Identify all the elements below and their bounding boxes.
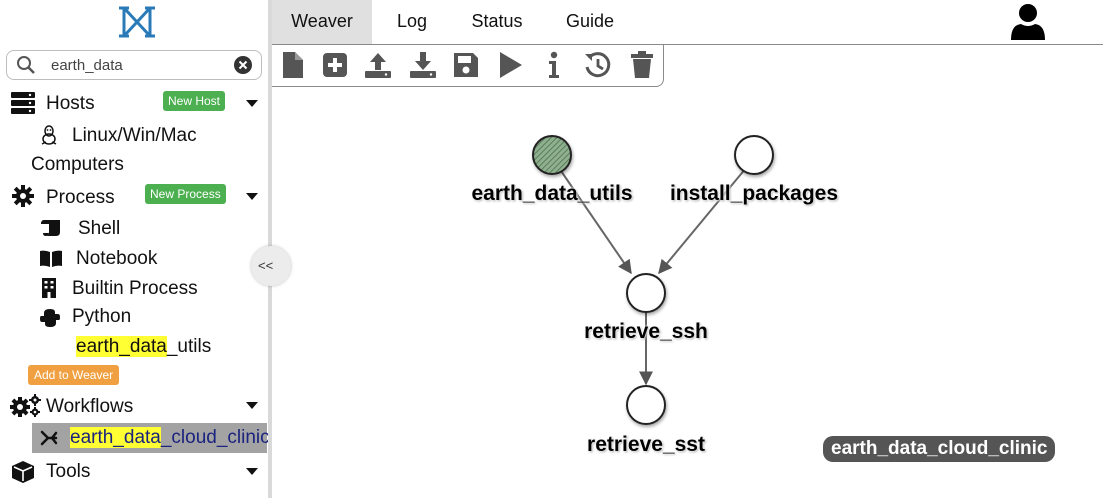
add-icon[interactable]: [320, 50, 350, 80]
tab-status[interactable]: Status: [471, 11, 523, 31]
sidebar-item-shell[interactable]: Shell: [0, 213, 268, 243]
book-icon: [40, 250, 62, 267]
sidebar-item-linux-win-mac[interactable]: Linux/Win/Mac: [0, 120, 268, 150]
sidebar-item-computers[interactable]: Computers: [0, 149, 268, 179]
node-label: install_packages: [669, 182, 839, 205]
search-icon: [17, 56, 35, 74]
sidebar-item-label: Linux/Win/Mac: [72, 125, 197, 146]
sidebar-item-label: Notebook: [76, 248, 158, 269]
collapse-label: <<: [258, 258, 274, 273]
sidebar-item-label: Tools: [46, 461, 91, 482]
info-icon[interactable]: [539, 50, 569, 80]
clear-search-icon[interactable]: [233, 55, 253, 75]
node-install-packages[interactable]: [734, 135, 774, 175]
process-item-label: earth_data_utils: [76, 336, 211, 358]
workflow-name-badge: earth_data_cloud_clinic: [823, 436, 1056, 462]
sidebar-item-label: Computers: [31, 154, 124, 175]
user-icon[interactable]: [1009, 2, 1047, 40]
new-host-button[interactable]: New Host: [163, 91, 226, 111]
sidebar-item-label: Builtin Process: [72, 278, 198, 299]
sidebar-item-tools[interactable]: Tools: [0, 457, 268, 487]
process-item-rest: _utils: [166, 336, 212, 357]
node-label: retrieve_sst: [587, 433, 705, 456]
node-retrieve-ssh[interactable]: [626, 273, 666, 313]
node-earth-data-utils[interactable]: [532, 135, 572, 175]
workflow-item-label: earth_data_cloud_clinic: [70, 427, 270, 449]
run-icon[interactable]: [495, 50, 525, 80]
sidebar: earth_data Hosts New Host Linux/Win/Mac …: [0, 0, 270, 498]
sidebar-item-workflows[interactable]: Workflows: [0, 391, 268, 421]
tab-guide[interactable]: Guide: [565, 11, 615, 31]
node-label: earth_data_utils: [471, 182, 633, 205]
delete-icon[interactable]: [627, 50, 657, 80]
upload-icon[interactable]: [363, 50, 393, 80]
add-to-weaver-button[interactable]: Add to Weaver: [28, 365, 120, 385]
top-nav: Weaver Log Status Guide: [272, 0, 1103, 45]
edge-utils-to-ssh: [558, 167, 632, 275]
building-icon: [42, 278, 56, 298]
geoweaver-logo[interactable]: [118, 4, 156, 40]
sidebar-item-process[interactable]: Process New Process: [0, 182, 268, 212]
sidebar-item-label: Process: [46, 187, 115, 208]
workflow-graph: [532, 135, 774, 425]
tab-weaver[interactable]: Weaver: [272, 0, 372, 44]
workflow-graph-canvas[interactable]: earth_data_utils install_packages retrie…: [272, 88, 1103, 498]
workflow-toolbar: [272, 45, 664, 87]
history-icon[interactable]: [583, 50, 613, 80]
cube-icon: [12, 461, 34, 483]
sidebar-item-builtin-process[interactable]: Builtin Process: [0, 273, 268, 303]
search-value: earth_data: [51, 57, 123, 74]
sidebar-item-label: Hosts: [46, 93, 95, 114]
sidebar-item-label: Workflows: [46, 396, 134, 417]
workflow-item-rest: _cloud_clinic: [160, 427, 270, 448]
search-match-highlight: earth_data: [70, 427, 161, 448]
workflow-tree-icon: [40, 430, 58, 446]
chevron-down-icon[interactable]: [246, 402, 258, 409]
python-icon: [40, 309, 60, 327]
sidebar-item-label: Python: [72, 306, 132, 327]
new-file-icon[interactable]: [278, 50, 308, 80]
gears-icon: [10, 394, 41, 417]
save-icon[interactable]: [451, 50, 481, 80]
server-icon: [11, 92, 35, 114]
new-process-button[interactable]: New Process: [145, 184, 226, 204]
chevron-down-icon[interactable]: [246, 100, 258, 107]
sidebar-item-earth-data-utils[interactable]: earth_data_utils: [0, 331, 268, 361]
node-label: retrieve_ssh: [584, 320, 708, 343]
edge-packages-to-ssh: [658, 167, 747, 275]
gear-icon: [12, 185, 34, 207]
search-input[interactable]: earth_data: [6, 50, 262, 80]
sidebar-item-earth-data-cloud-clinic[interactable]: earth_data_cloud_clinic: [32, 423, 270, 453]
collapse-sidebar-button[interactable]: <<: [251, 246, 291, 286]
download-icon[interactable]: [408, 50, 438, 80]
linux-icon: [41, 125, 57, 145]
scroll-icon: [41, 220, 60, 236]
sidebar-item-notebook[interactable]: Notebook: [0, 243, 268, 273]
chevron-down-icon[interactable]: [246, 193, 258, 200]
sidebar-item-hosts[interactable]: Hosts New Host: [0, 89, 268, 119]
sidebar-item-label: Shell: [78, 218, 121, 239]
search-match-highlight: earth_data: [76, 336, 167, 357]
node-retrieve-sst[interactable]: [626, 385, 666, 425]
chevron-down-icon[interactable]: [246, 468, 258, 475]
tab-log[interactable]: Log: [396, 11, 428, 31]
sidebar-item-python[interactable]: Python: [0, 302, 268, 332]
